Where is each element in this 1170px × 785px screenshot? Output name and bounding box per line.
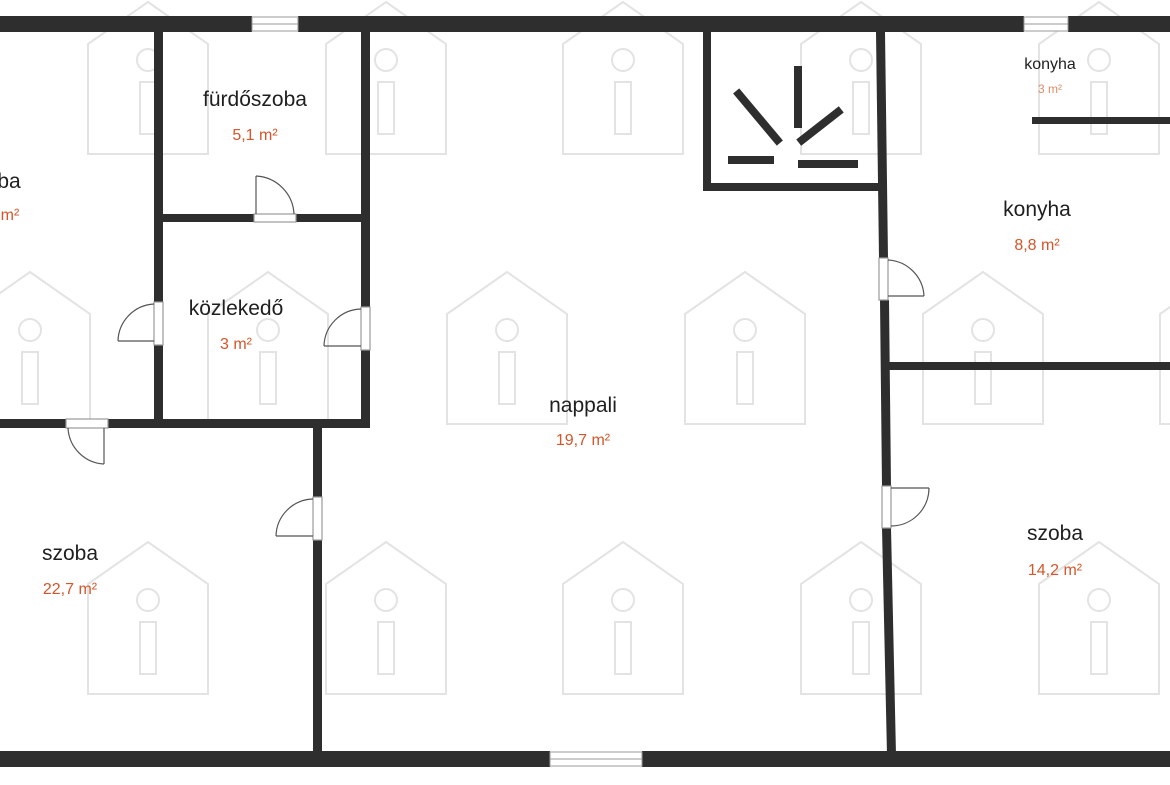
house-info-icon <box>562 541 684 695</box>
room-area-bedroom-left: 22,7 m² <box>42 581 98 598</box>
chimney-wall <box>703 32 711 190</box>
chimney-wall <box>703 183 885 191</box>
house-info-icon <box>87 541 209 695</box>
interior-wall <box>313 540 322 755</box>
doors <box>65 175 930 541</box>
window <box>549 751 643 767</box>
room-name-corridor: közlekedő <box>188 297 284 320</box>
room-area-corridor: 3 m² <box>220 336 252 353</box>
room-area-bathroom: 5,1 m² <box>232 127 278 144</box>
door <box>323 306 371 351</box>
house-info-icon <box>800 541 922 695</box>
house-info-icon <box>684 271 806 425</box>
windows <box>251 16 1069 767</box>
window <box>1023 16 1069 32</box>
interior-wall <box>882 528 896 755</box>
interior-wall <box>313 419 322 497</box>
room-area-small-kitchen: 3 m² <box>1038 82 1062 96</box>
room-name-left: ba <box>0 170 21 193</box>
interior-wall <box>876 32 888 258</box>
window <box>251 16 299 32</box>
door <box>253 175 297 223</box>
house-info-icon <box>922 271 1044 425</box>
room-name-bedroom-left: szoba <box>41 542 99 565</box>
interior-wall <box>884 362 1170 370</box>
door <box>117 301 164 346</box>
interior-wall <box>154 345 163 426</box>
interior-wall <box>361 350 370 428</box>
interior-wall <box>296 214 370 222</box>
room-name-bedroom-right: szoba <box>1026 522 1084 545</box>
door <box>65 418 109 465</box>
house-info-icon <box>1159 271 1170 425</box>
counter-line <box>1032 117 1170 124</box>
room-name-small-kitchen: konyha <box>1024 56 1076 73</box>
door <box>878 257 925 301</box>
stairs-symbol <box>728 66 858 168</box>
room-area-bedroom-right: 14,2 m² <box>1027 562 1083 579</box>
top-wall <box>1068 16 1170 32</box>
interior-wall <box>108 419 370 428</box>
door <box>275 496 323 541</box>
interior-wall <box>361 32 370 307</box>
room-name-bathroom: fürdőszoba <box>203 88 307 111</box>
top-wall <box>298 16 1024 32</box>
bottom-wall <box>642 751 1170 767</box>
interior-wall <box>154 214 254 222</box>
room-area-left: m² <box>0 207 20 224</box>
interior-wall <box>0 419 66 428</box>
house-info-icon <box>325 541 447 695</box>
watermark-layer <box>0 1 1170 695</box>
room-name-kitchen: konyha <box>1003 198 1071 221</box>
room-area-kitchen: 8,8 m² <box>1014 237 1060 254</box>
interior-wall <box>154 32 163 302</box>
room-area-living-room: 19,7 m² <box>555 432 611 449</box>
house-info-icon <box>0 271 91 425</box>
bottom-wall <box>0 751 550 767</box>
interior-wall <box>880 300 891 486</box>
walls <box>0 16 1170 767</box>
top-wall <box>0 16 252 32</box>
room-name-living-room: nappali <box>549 394 617 417</box>
door <box>881 485 930 529</box>
